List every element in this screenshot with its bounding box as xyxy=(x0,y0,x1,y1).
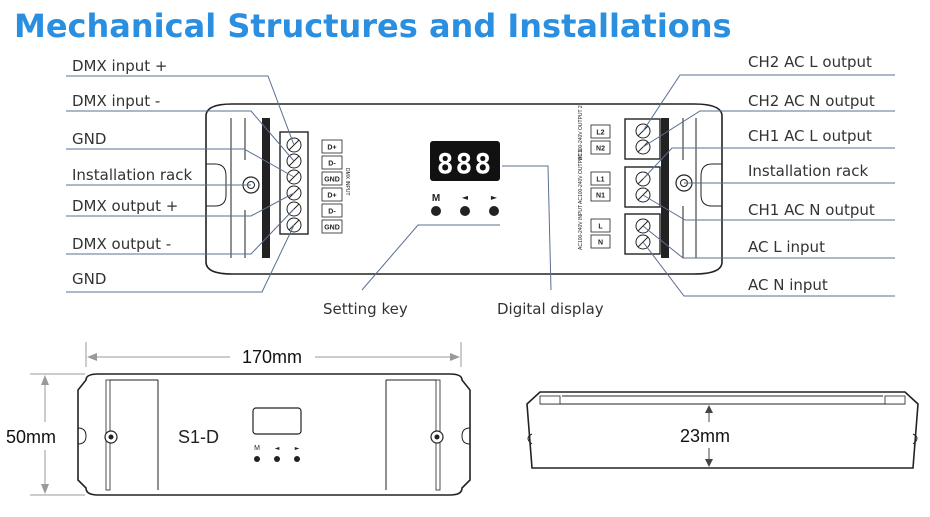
label-dmx-output-plus: DMX output + xyxy=(72,197,178,215)
dmx-pin-label: D+ xyxy=(327,145,336,152)
key-label: ◄ xyxy=(462,193,469,202)
side-view: 23mm xyxy=(526,391,919,469)
ac-terminal-blocks xyxy=(624,118,661,255)
page-title: Mechanical Structures and Installations xyxy=(14,7,732,45)
output-rating-text: AC100-240V OUTPUT 2 xyxy=(578,105,584,160)
label-ch1-ac-l-output: CH1 AC L output xyxy=(748,127,872,145)
right-labels: CH2 AC L output CH2 AC N output CH1 AC L… xyxy=(748,53,875,294)
label-setting-key: Setting key xyxy=(323,300,408,318)
left-leader-lines xyxy=(66,75,295,293)
height-dimension: 50mm xyxy=(6,427,56,447)
front-key-label: ► xyxy=(295,445,300,452)
side-height-dimension: 23mm xyxy=(680,426,730,446)
label-installation-rack-right: Installation rack xyxy=(748,162,868,180)
output-pin-label: L xyxy=(598,224,603,231)
label-ac-n-input: AC N input xyxy=(748,276,828,294)
label-dmx-output-minus: DMX output - xyxy=(72,235,171,253)
digital-display: 888 xyxy=(430,141,500,181)
front-view: 170mm 50mm S1-D M ◄ ► xyxy=(6,342,471,496)
key-left-button[interactable] xyxy=(460,206,470,216)
label-ch1-ac-n-output: CH1 AC N output xyxy=(748,201,875,219)
dmx-pin-label: D- xyxy=(328,161,336,168)
output-group-labels: AC100-240V OUTPUT 2 L2 N2 AC100-240V OUT… xyxy=(578,105,611,250)
label-ac-l-input: AC L input xyxy=(748,238,825,256)
front-key-label: M xyxy=(254,445,260,452)
label-ch2-ac-n-output: CH2 AC N output xyxy=(748,92,875,110)
label-dmx-input-minus: DMX input - xyxy=(72,92,160,110)
model-name: S1-D xyxy=(178,427,219,447)
output-pin-label: L1 xyxy=(596,177,604,184)
label-ch2-ac-l-output: CH2 AC L output xyxy=(748,53,872,71)
output-pin-label: N1 xyxy=(596,193,605,200)
width-dimension: 170mm xyxy=(242,347,302,367)
key-m-button[interactable] xyxy=(431,206,441,216)
left-labels: DMX input + DMX input - GND Installation… xyxy=(72,57,192,288)
key-right-button[interactable] xyxy=(489,206,499,216)
output-pin-label: N2 xyxy=(596,146,605,153)
dmx-port-text: DMX INPUT xyxy=(344,168,350,196)
label-gnd-input: GND xyxy=(72,130,106,148)
dmx-pin-label: GND xyxy=(324,177,340,184)
label-dmx-input-plus: DMX input + xyxy=(72,57,167,75)
label-installation-rack-left: Installation rack xyxy=(72,166,192,184)
label-digital-display: Digital display xyxy=(497,300,604,318)
dmx-pin-labels: D+ D- GND D+ D- GND DMX INPUT xyxy=(321,139,350,234)
dmx-pin-label: D+ xyxy=(327,193,336,200)
output-rating-text: AC100-240V INPUT xyxy=(578,205,584,250)
key-label: M xyxy=(432,193,440,204)
dmx-pin-label: GND xyxy=(324,225,340,232)
setting-keys: M ◄ ► xyxy=(431,193,499,216)
front-display-window xyxy=(252,407,302,435)
label-gnd-output: GND xyxy=(72,270,106,288)
output-rating-text: AC100-240V OUTPUT 1 xyxy=(578,149,584,204)
key-label: ► xyxy=(491,193,498,202)
output-pin-label: N xyxy=(598,240,603,247)
display-digits: 888 xyxy=(437,147,494,180)
right-leader-lines xyxy=(642,74,895,297)
output-pin-label: L2 xyxy=(596,130,604,137)
front-key-label: ◄ xyxy=(275,445,280,452)
dmx-pin-label: D- xyxy=(328,209,336,216)
bottom-leader-lines xyxy=(361,165,552,291)
